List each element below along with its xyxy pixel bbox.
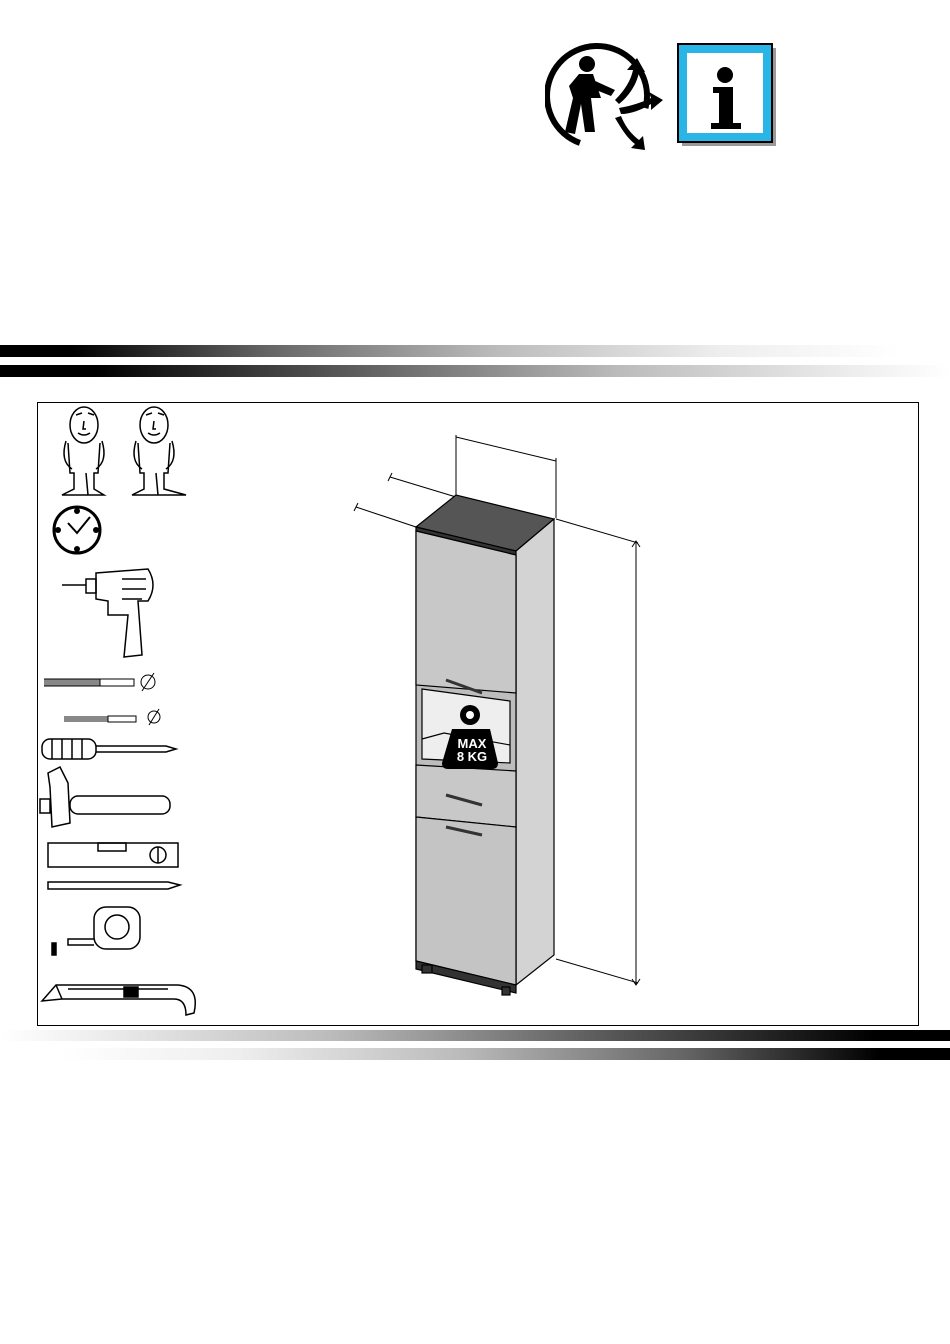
max-load-label: MAX 8 KG bbox=[448, 737, 496, 763]
triman-recycle-icon bbox=[545, 40, 665, 152]
spirit-level-icon bbox=[48, 843, 178, 867]
pencil-icon bbox=[48, 882, 180, 889]
assembly-overview-frame: MAX 8 KG bbox=[37, 402, 919, 1026]
tape-measure-icon bbox=[52, 907, 140, 955]
drill-icon bbox=[62, 569, 153, 657]
drill-bit-icon bbox=[44, 673, 155, 691]
drill-bit-small-icon bbox=[64, 709, 160, 725]
utility-knife-icon bbox=[42, 985, 195, 1015]
hammer-icon bbox=[40, 767, 170, 827]
decorative-bar-bottom-2 bbox=[60, 1048, 950, 1060]
decorative-bar-top-1 bbox=[0, 345, 900, 357]
screwdriver-icon bbox=[42, 739, 176, 759]
clock-icon bbox=[54, 507, 100, 553]
information-icon bbox=[677, 43, 777, 147]
two-persons-icon bbox=[62, 407, 186, 495]
decorative-bar-top-2 bbox=[0, 365, 950, 377]
max-load-line2: 8 KG bbox=[448, 750, 496, 763]
decorative-bar-bottom-1 bbox=[0, 1030, 950, 1041]
